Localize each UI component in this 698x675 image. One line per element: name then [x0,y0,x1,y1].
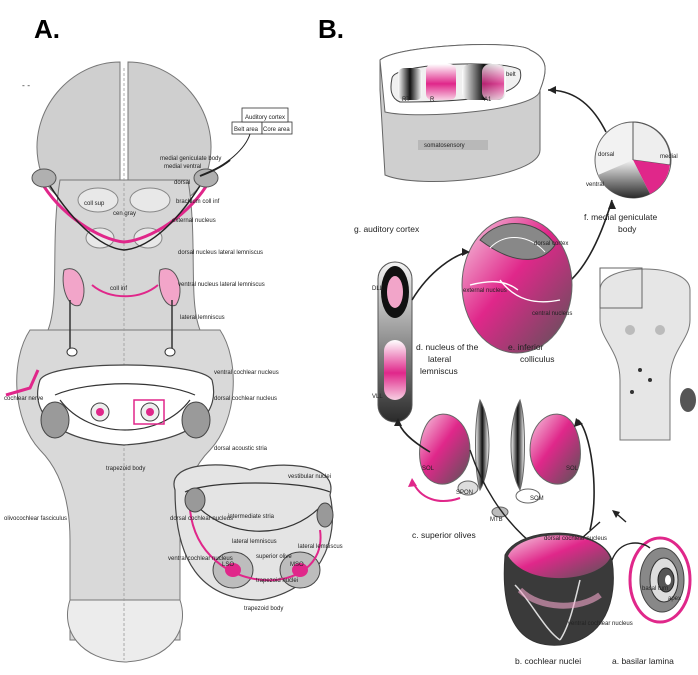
label-intermediate-stria: intermediate stria [228,514,275,520]
label-coll-inf: coll inf [110,286,127,292]
label-dll: DLL [372,286,384,292]
label-vcn-b: ventral cochlear nucleus [568,621,633,627]
label-dorsal-cochlear-nucleus: dorsal cochlear nucleus [214,396,277,402]
label-rt: RT [402,97,410,103]
label-d-nucleus: d. nucleus of the [416,342,479,352]
label-e-colliculus: colliculus [520,354,555,364]
label-d-lateral: lateral [428,354,451,364]
label-vll: VLL [372,394,383,400]
label-lateral-lemniscus: lateral lemniscus [180,315,225,321]
superior-olives [420,400,581,517]
label-efferent-fasciculus: olivocochlear fasciculus [4,516,67,522]
panel-a-brainstem: - - [6,62,333,662]
label-a1: A1 [484,97,492,103]
label-brachium: brachium coll inf [176,199,220,205]
basilar-lamina [612,538,690,622]
arrow-cn-to-olive [578,420,594,530]
label-mgb-ventral: ventral [586,182,604,188]
label-lateral-lemniscus-3: lateral lemniscus [298,544,343,550]
label-trapezoid-nuclei: trapezoid nuclei [256,578,298,584]
label-lso: LSO [222,562,234,568]
label-sol-left: SOL [422,466,435,472]
label-basal-turn: basal turn [642,586,668,592]
label-mso: MSO [290,562,304,568]
label-c-superior-olives: c. superior olives [412,530,476,540]
cochlear-nuclei [504,533,613,645]
label-core-area: Core area [263,127,290,133]
label-trapezoid-body-2: trapezoid body [244,606,283,612]
label-d-lemniscus: lemniscus [420,366,458,376]
label-external-nucleus-b: external nucleus [463,288,507,294]
spinal-cord [67,600,182,662]
label-ventral-cochlear-nucleus: ventral cochlear nucleus [214,370,279,376]
auditory-cortex-slab [380,45,545,182]
label-a-basilar-lamina: a. basilar lamina [612,656,674,666]
label-coll-sup: coll sup [84,201,105,207]
label-f-mgb: f. medial geniculate [584,212,658,222]
label-mgb-medial: medial [660,154,678,160]
label-cen-gray: cen gray [113,211,136,217]
label-dcn-2: dorsal cochlear nucleus [170,516,233,522]
label-dorsal: dorsal [174,180,190,186]
arrow-mgb-to-cortex [548,90,606,132]
label-lateral-lemniscus-2: lateral lemniscus [232,539,277,545]
label-central-nucleus: central nucleus [532,311,572,317]
label-dorsal-nll: dorsal nucleus lateral lemniscus [178,250,263,256]
label-mgb: medial geniculate body [160,156,221,162]
label-cochlear-nerve: cochlear nerve [4,396,44,402]
label-auditory-cortex: Auditory cortex [245,115,285,121]
label-ventral-nll: ventral nucleus lateral lemniscus [178,282,265,288]
label-f-body: body [618,224,637,234]
label-vestibular-nuclei: vestibular nuclei [288,474,331,480]
label-mgb-dorsal: dorsal [598,152,614,158]
label-trapezoid-body: trapezoid body [106,466,145,472]
svg-text:- -: - - [22,80,30,90]
label-g-auditory-cortex: g. auditory cortex [354,224,420,234]
label-som: SOM [530,496,544,502]
label-sol-right: SOL [566,466,579,472]
brainstem-inset [600,268,696,440]
label-mtb: MTB [490,517,503,523]
label-e-inferior: e. inferior [508,342,544,352]
label-dcn-b: dorsal cochlear nucleus [544,536,607,542]
label-dorsal-acoustic-stria: dorsal acoustic stria [214,446,268,452]
label-apex: apex [668,596,681,602]
label-medial-ventral: medial ventral [164,164,201,170]
label-sup-olive: superior olive [256,554,292,560]
label-external-nucleus: external nucleus [172,218,216,224]
label-somatosensory: somatosensory [424,143,465,149]
label-r: R [430,97,435,103]
label-spon: SPON [456,490,473,496]
label-belt: belt [506,72,516,78]
arrow-to-ic [412,252,468,300]
label-dorsal-cortex: dorsal cortex [534,241,568,247]
medial-geniculate-sphere [595,122,671,198]
label-b-cochlear-nuclei: b. cochlear nuclei [515,656,581,666]
inferior-colliculus [462,217,572,353]
label-belt-area: Belt area [234,127,259,133]
nucleus-lateral-lemniscus [378,262,412,422]
